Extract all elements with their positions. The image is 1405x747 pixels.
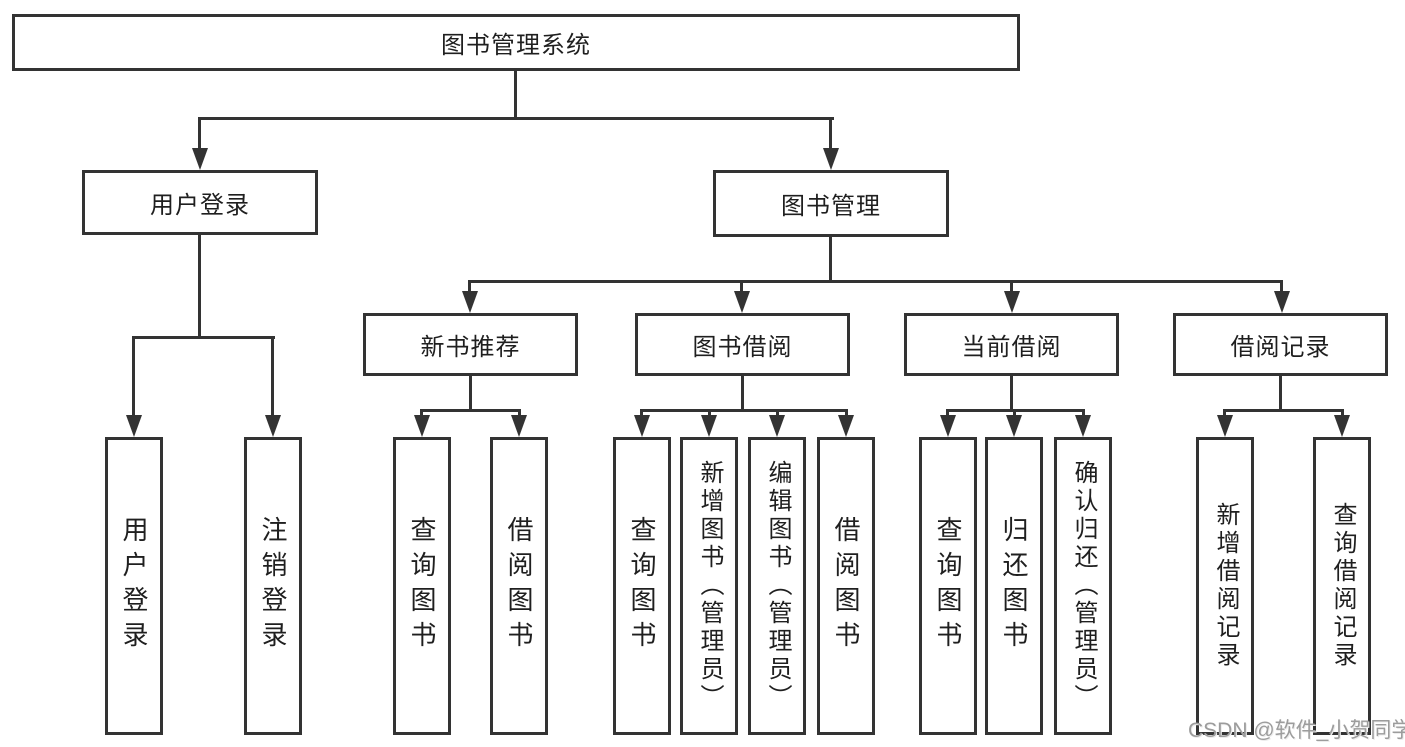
arrow-down-icon — [192, 148, 208, 170]
connector-stem — [1223, 409, 1226, 419]
connector-stem — [518, 409, 521, 419]
arrow-down-icon — [634, 415, 650, 437]
leaf-query-borrow-record: 查询借阅记录 — [1313, 437, 1371, 735]
arrow-down-icon — [1004, 291, 1020, 313]
connector-distributor — [420, 409, 521, 412]
leaf-edit-books-admin: 编辑图书（管理员） — [748, 437, 806, 735]
arrow-down-icon — [838, 415, 854, 437]
connector-stub — [1010, 375, 1013, 412]
connector-stem — [132, 336, 135, 419]
leaf-borrow-books: 借阅图书 — [817, 437, 875, 735]
connector-stem — [1082, 409, 1085, 419]
connector-root-stub — [514, 71, 517, 120]
connector-stem — [468, 280, 471, 295]
connector-stem — [640, 409, 643, 419]
leaf-user-login: 用户登录 — [105, 437, 163, 735]
arrow-down-icon — [1274, 291, 1290, 313]
connector-root-distributor — [198, 117, 834, 120]
connector-stem — [829, 117, 832, 152]
arrow-down-icon — [265, 415, 281, 437]
leaf-query-books-borrowing: 查询图书 — [613, 437, 671, 735]
connector-distributor — [640, 409, 848, 412]
node-current-borrowing: 当前借阅 — [904, 313, 1119, 376]
connector-stem — [845, 409, 848, 419]
leaf-add-books-admin: 新增图书（管理员） — [680, 437, 738, 735]
connector-stem — [1010, 280, 1013, 295]
arrow-down-icon — [701, 415, 717, 437]
leaf-borrow-books-recommend: 借阅图书 — [490, 437, 548, 735]
connector-user-login-distributor — [132, 336, 275, 339]
leaf-logout: 注销登录 — [244, 437, 302, 735]
arrow-down-icon — [769, 415, 785, 437]
connector-book-mgmt-stub — [829, 237, 832, 283]
leaf-query-books-recommend: 查询图书 — [393, 437, 451, 735]
connector-stem — [708, 409, 711, 419]
arrow-down-icon — [734, 291, 750, 313]
connector-stem — [1013, 409, 1016, 419]
leaf-add-borrow-record: 新增借阅记录 — [1196, 437, 1254, 735]
arrow-down-icon — [511, 415, 527, 437]
connector-stub — [741, 375, 744, 412]
connector-distributor — [1223, 409, 1344, 412]
leaf-query-books-current: 查询图书 — [919, 437, 977, 735]
arrow-down-icon — [1075, 415, 1091, 437]
arrow-down-icon — [1006, 415, 1022, 437]
arrow-down-icon — [126, 415, 142, 437]
connector-stub — [1279, 375, 1282, 412]
connector-stem — [946, 409, 949, 419]
connector-stem — [1280, 280, 1283, 295]
arrow-down-icon — [823, 148, 839, 170]
arrow-down-icon — [414, 415, 430, 437]
node-borrowing-records: 借阅记录 — [1173, 313, 1388, 376]
leaf-return-books: 归还图书 — [985, 437, 1043, 735]
connector-stem — [740, 280, 743, 295]
node-user-login: 用户登录 — [82, 170, 318, 235]
csdn-watermark: CSDN @软件_小贺同学 — [1188, 719, 1405, 742]
node-book-management: 图书管理 — [713, 170, 949, 237]
arrow-down-icon — [1217, 415, 1233, 437]
node-new-book-recommend: 新书推荐 — [363, 313, 578, 376]
connector-stem — [776, 409, 779, 419]
connector-stem — [271, 336, 274, 419]
connector-stem — [420, 409, 423, 419]
arrow-down-icon — [1334, 415, 1350, 437]
connector-stem — [1341, 409, 1344, 419]
connector-user-login-stub — [198, 234, 201, 339]
arrow-down-icon — [940, 415, 956, 437]
arrow-down-icon — [462, 291, 478, 313]
node-library-management-system: 图书管理系统 — [12, 14, 1020, 71]
connector-stem — [198, 117, 201, 152]
connector-stub — [469, 375, 472, 412]
connector-book-mgmt-distributor — [468, 280, 1283, 283]
leaf-confirm-return-admin: 确认归还（管理员） — [1054, 437, 1112, 735]
node-book-borrowing: 图书借阅 — [635, 313, 850, 376]
